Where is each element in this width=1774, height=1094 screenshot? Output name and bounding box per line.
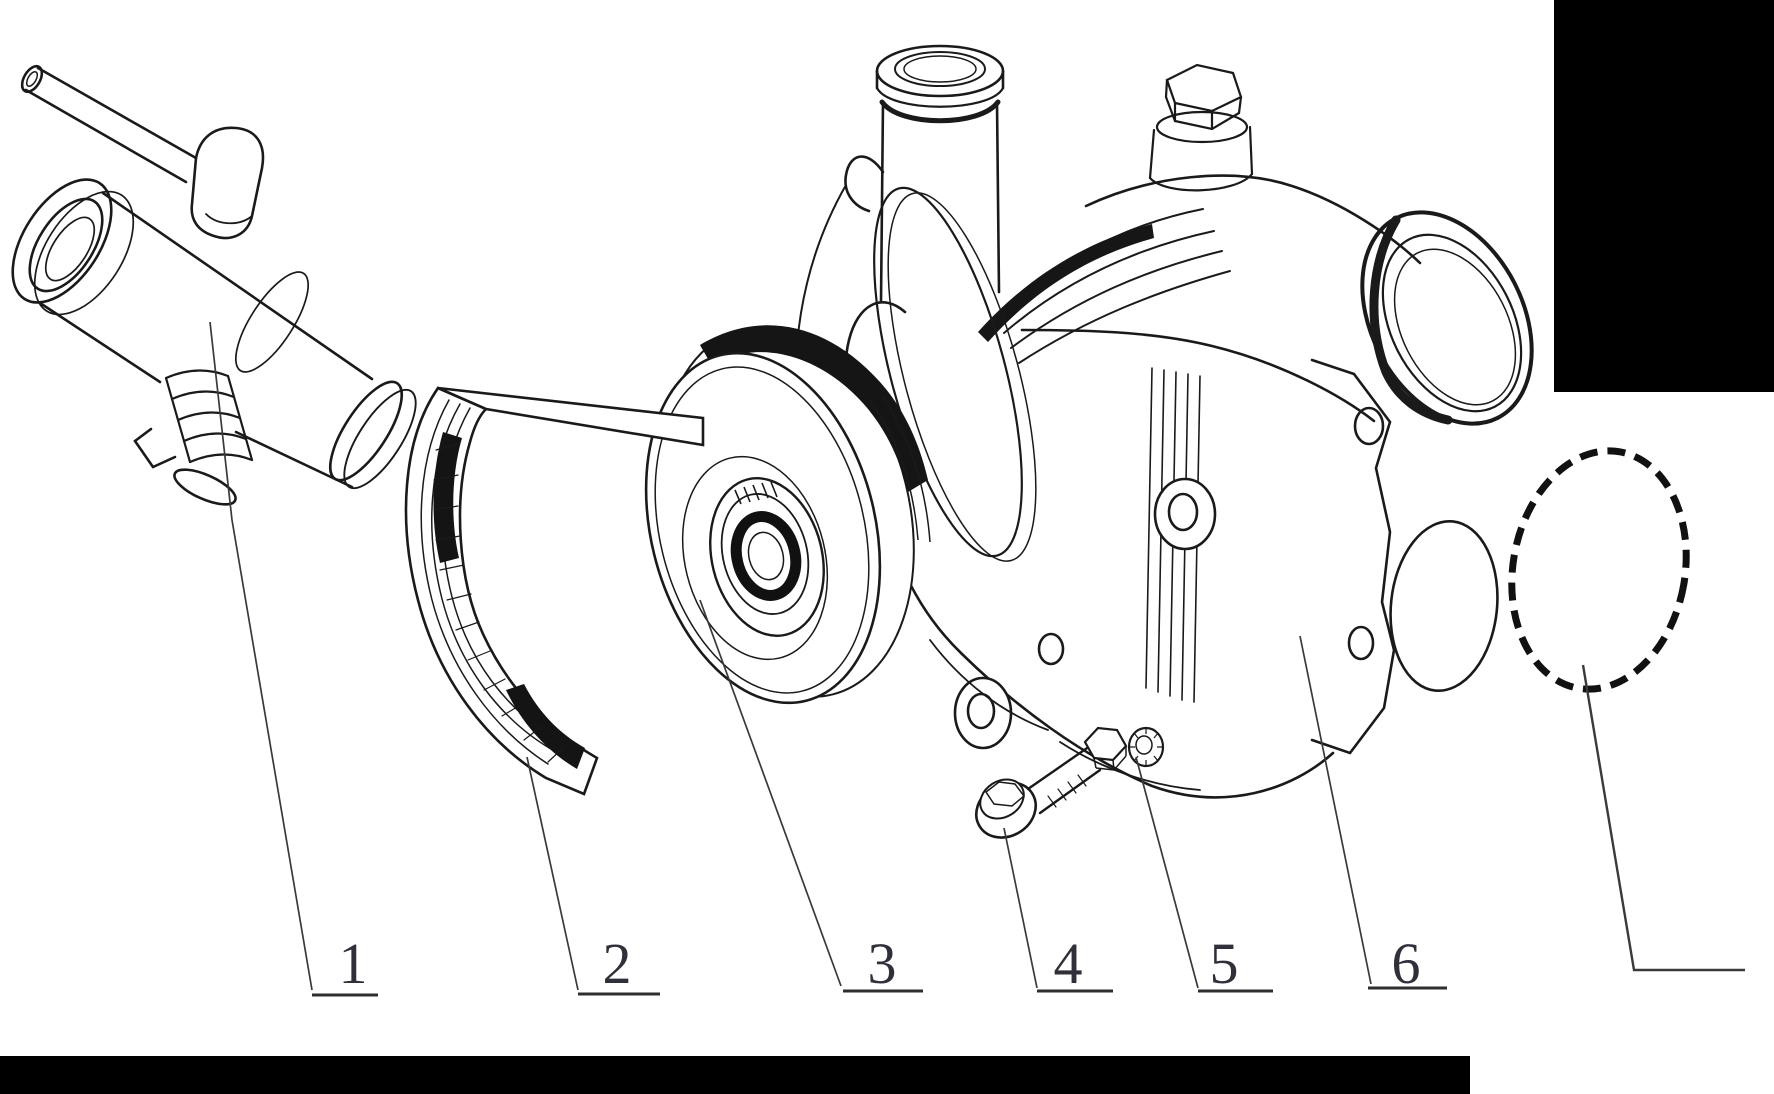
bleed-pipe (20, 64, 198, 184)
leader-line-4 (1003, 827, 1038, 989)
water-pump-body (794, 44, 1534, 799)
lug-hole-small (1037, 632, 1065, 666)
redaction-box-top-right (1554, 0, 1774, 392)
leader-line-1 (209, 321, 313, 991)
redaction-bar-bottom (0, 1056, 1470, 1094)
leader-line-o-ring (1581, 664, 1745, 972)
lug-boss (953, 676, 1013, 750)
inlet-flange-outer (11, 178, 113, 304)
neck-ear (844, 155, 885, 213)
callout-leaders (209, 321, 1745, 991)
housing-boss (190, 126, 265, 240)
hub-bore-ring (730, 511, 802, 601)
body-seam-ring (234, 271, 310, 373)
water-pump-pulley (644, 325, 931, 705)
leg-boss (1153, 477, 1217, 551)
drive-belt (404, 386, 705, 796)
callout-number-3: 3 (868, 931, 897, 996)
serrated-washer (1127, 726, 1165, 768)
gasket-face-ring (873, 186, 1037, 562)
callout-number-2: 2 (603, 931, 632, 996)
valve-plate (173, 468, 237, 506)
callout-number-6: 6 (1392, 931, 1421, 996)
flange-bolt-hole-top (1353, 406, 1385, 446)
pump-belly (844, 301, 1335, 799)
pulley-ribbed-crescent (700, 325, 928, 492)
belt-rib-ticks (433, 443, 565, 763)
belt-dark-patch-upper (433, 432, 462, 563)
thermostat-housing (11, 64, 417, 506)
callout-number-1: 1 (339, 931, 368, 996)
belt-band (404, 386, 599, 796)
callout-number-5: 5 (1210, 931, 1239, 996)
stud-nut (1083, 726, 1128, 771)
outlet-elbow (1020, 174, 1534, 426)
callout-number-4: 4 (1054, 931, 1083, 996)
top-bolt (1148, 63, 1254, 192)
belt-top-strap (437, 386, 705, 447)
callout-underlines (312, 986, 1447, 997)
o-ring-gasket (1508, 447, 1690, 693)
hub-serration (734, 481, 778, 505)
mounting-flange (1310, 358, 1499, 755)
leader-line-2 (526, 756, 579, 991)
bolt-thread-ticks (1047, 774, 1087, 808)
spring-bracket (133, 427, 177, 469)
leader-line-5 (1135, 756, 1199, 989)
leg-boss-hole (1167, 492, 1199, 532)
belt-dark-patch-lower (506, 684, 585, 769)
lug-boss-hole (966, 692, 996, 730)
filler-neck (875, 44, 1005, 304)
callout-numbers: 1 2 3 4 5 6 (339, 931, 1421, 996)
thermostat-spring (164, 369, 254, 464)
pulley-hub (709, 477, 825, 637)
flange-oval-pad (1389, 519, 1499, 693)
leader-line-3 (699, 599, 842, 987)
flange-bolt-hole-bottom (1347, 625, 1375, 661)
leader-line-6 (1299, 635, 1372, 985)
flange-bolt (975, 744, 1102, 839)
outlet-flange-ring (329, 380, 403, 482)
